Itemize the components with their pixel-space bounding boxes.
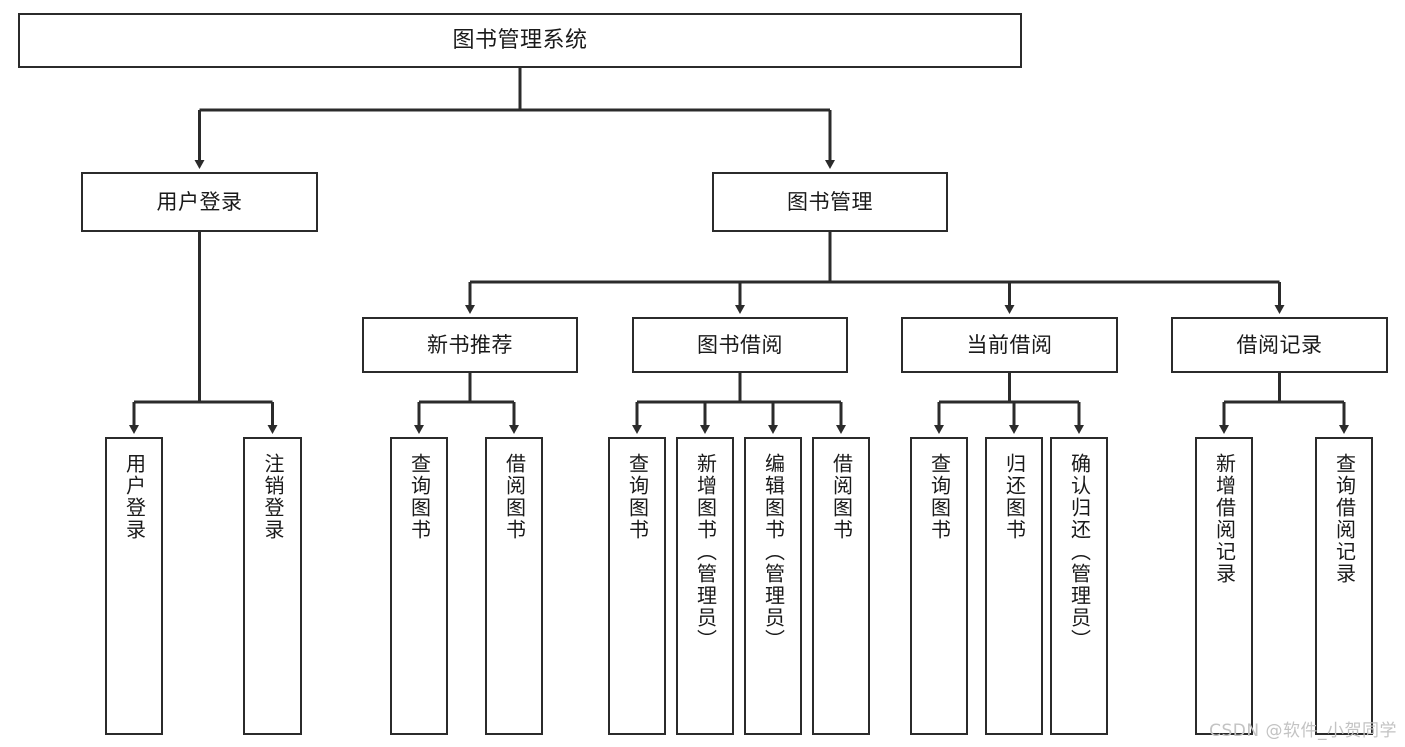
node-borrow[interactable]: 图书借阅 [632, 317, 848, 373]
node-label: 归还图书 [1002, 453, 1027, 541]
node-leaf-login[interactable]: 用户登录 [105, 437, 163, 735]
node-label: 新书推荐 [427, 332, 513, 357]
node-leaf-cu-confirm[interactable]: 确认归还（管理员） [1050, 437, 1108, 735]
node-leaf-cu-query[interactable]: 查询图书 [910, 437, 968, 735]
node-label: 图书管理系统 [452, 27, 588, 53]
node-bookmgmt[interactable]: 图书管理 [712, 172, 948, 232]
node-label: 借阅图书 [829, 453, 854, 541]
node-label: 新增图书（管理员） [693, 453, 718, 651]
node-root[interactable]: 图书管理系统 [18, 13, 1022, 68]
node-leaf-rc-query[interactable]: 查询借阅记录 [1315, 437, 1373, 735]
node-label: 图书管理 [787, 189, 873, 214]
node-label: 当前借阅 [966, 332, 1053, 357]
node-leaf-bk-edit[interactable]: 编辑图书（管理员） [744, 437, 802, 735]
node-label: 图书借阅 [697, 332, 783, 357]
node-label: 新增借阅记录 [1212, 453, 1237, 585]
node-current[interactable]: 当前借阅 [901, 317, 1118, 373]
node-label: 借阅图书 [502, 453, 527, 541]
node-label: 查询借阅记录 [1332, 453, 1357, 585]
node-leaf-nb-query[interactable]: 查询图书 [390, 437, 448, 735]
node-leaf-cu-return[interactable]: 归还图书 [985, 437, 1043, 735]
node-leaf-nb-borrow[interactable]: 借阅图书 [485, 437, 543, 735]
node-leaf-bk-borrow[interactable]: 借阅图书 [812, 437, 870, 735]
node-label: 借阅记录 [1236, 332, 1323, 357]
node-leaf-bk-query[interactable]: 查询图书 [608, 437, 666, 735]
node-newbook[interactable]: 新书推荐 [362, 317, 578, 373]
node-label: 注销登录 [261, 453, 285, 541]
node-leaf-rc-add[interactable]: 新增借阅记录 [1195, 437, 1253, 735]
node-login[interactable]: 用户登录 [81, 172, 318, 232]
node-label: 确认归还（管理员） [1067, 453, 1092, 651]
node-label: 编辑图书（管理员） [761, 453, 786, 651]
node-label: 用户登录 [122, 453, 147, 541]
node-label: 查询图书 [625, 453, 650, 541]
node-leaf-logout[interactable]: 注销登录 [243, 437, 302, 735]
node-leaf-bk-add[interactable]: 新增图书（管理员） [676, 437, 734, 735]
node-label: 查询图书 [927, 453, 952, 541]
node-label: 查询图书 [407, 453, 432, 541]
node-records[interactable]: 借阅记录 [1171, 317, 1388, 373]
node-label: 用户登录 [156, 189, 243, 214]
watermark-text: CSDN @软件_小贺同学 [1209, 721, 1397, 741]
